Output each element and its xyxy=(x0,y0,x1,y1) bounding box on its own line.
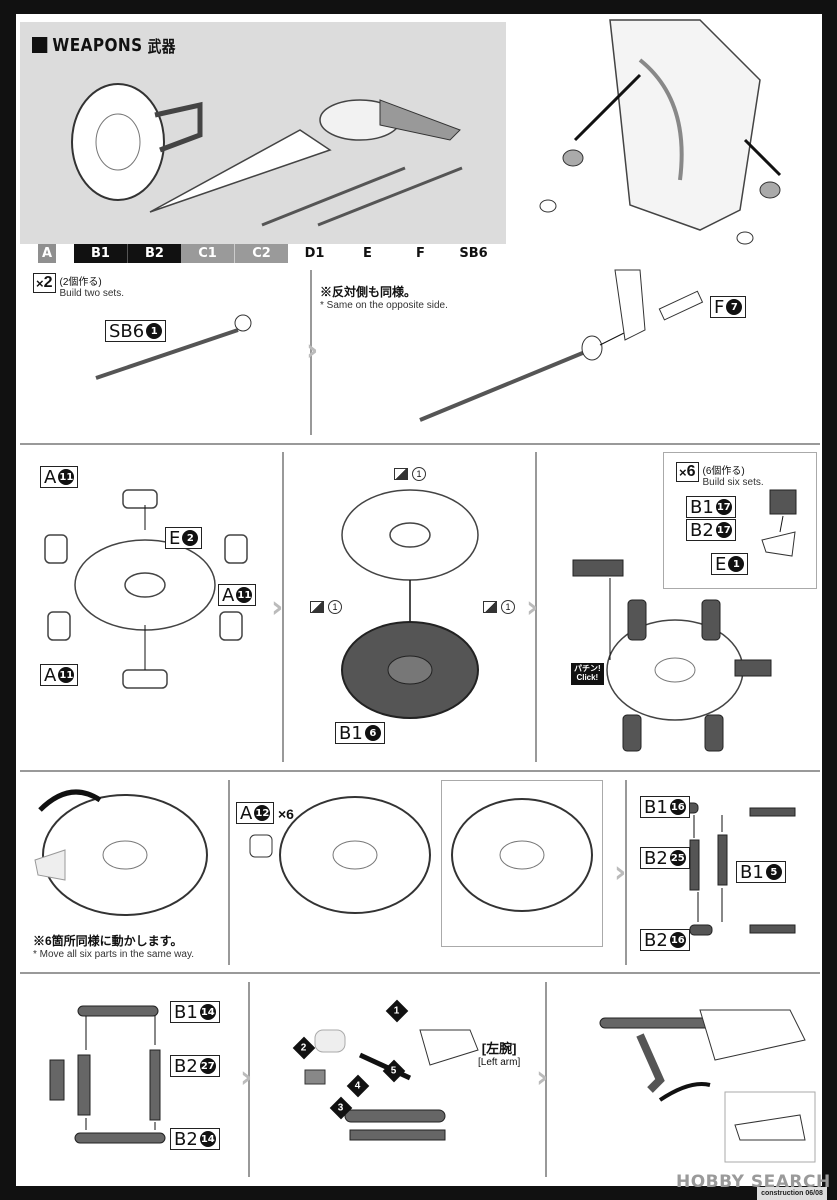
gate-mark: 1 xyxy=(483,600,515,614)
divider xyxy=(625,780,627,965)
result-box xyxy=(441,780,603,947)
divider xyxy=(310,270,312,435)
click-callout: パチン!Click! xyxy=(571,663,604,685)
divider xyxy=(20,972,820,974)
disc-rotation-illustration xyxy=(34,789,796,936)
needle-illustration xyxy=(95,269,704,422)
runner-E: E xyxy=(363,246,372,261)
next-step-arrow-icon: › xyxy=(526,590,539,625)
flag-icon xyxy=(483,601,497,613)
next-step-arrow-icon: › xyxy=(614,855,627,890)
divider xyxy=(228,780,230,965)
gate-mark: 1 xyxy=(310,600,342,614)
left-arm-label: [左腕] [Left arm] xyxy=(478,1041,521,1068)
runner-C1: C1 xyxy=(181,244,234,263)
runner-F: F xyxy=(416,246,425,261)
divider xyxy=(248,982,250,1177)
title-square-icon xyxy=(32,37,48,53)
divider xyxy=(535,452,537,762)
gate-mark: 1 xyxy=(394,467,426,481)
step1-note: ×2 (2個作る)Build two sets. xyxy=(33,273,124,299)
flag-icon xyxy=(394,468,408,480)
step2-note: ※反対側も同様。 * Same on the opposite side. xyxy=(320,285,448,311)
section-title: WEAPONS 武器 xyxy=(32,33,176,57)
step6-note: ※6箇所同様に動かします。 * Move all six parts in th… xyxy=(33,934,194,960)
flag-icon xyxy=(310,601,324,613)
runner-color-bar: A B1 B2 C1 C2 D1 E F SB6 xyxy=(38,244,500,263)
body-illustration xyxy=(539,19,782,245)
divider xyxy=(545,982,547,1177)
runner-B2: B2 xyxy=(127,244,181,263)
multiplier-badge: ×2 xyxy=(33,273,56,293)
next-step-arrow-icon: › xyxy=(536,1060,549,1095)
divider xyxy=(20,443,820,445)
next-step-arrow-icon: › xyxy=(271,590,284,625)
runner-A: A xyxy=(38,244,56,263)
runner-D1: D1 xyxy=(304,246,325,261)
step5-note: ×6 (6個作る)Build six sets. xyxy=(676,462,764,488)
next-step-arrow-icon: › xyxy=(240,1060,253,1095)
next-step-arrow-icon: › xyxy=(306,333,319,368)
multiplier-text: ×6 xyxy=(278,806,294,822)
runner-C2: C2 xyxy=(234,244,288,263)
runner-SB6: SB6 xyxy=(459,246,488,261)
subassembly-box xyxy=(663,452,817,589)
divider xyxy=(20,770,820,772)
runner-B1: B1 xyxy=(74,244,127,263)
divider xyxy=(282,452,284,762)
weapons-illustration xyxy=(71,83,463,227)
disc-assembly-illustration xyxy=(44,489,797,752)
multiplier-badge: ×6 xyxy=(676,462,699,482)
page-number: construction 06/08 xyxy=(757,1187,827,1200)
